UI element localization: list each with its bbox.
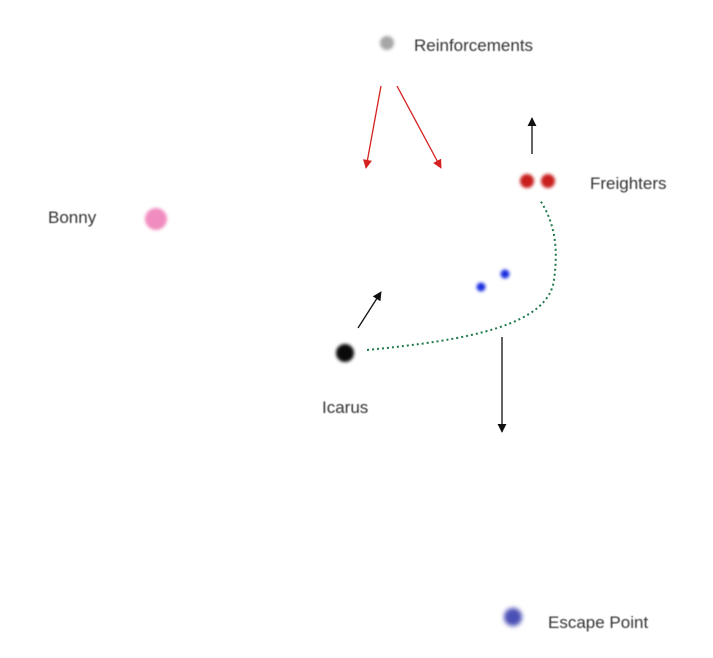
bonny-marker	[145, 208, 167, 230]
icarus-intercept-path	[366, 199, 557, 351]
escape-point-label: Escape Point	[548, 613, 649, 632]
icarus-marker	[336, 344, 354, 362]
freighter-marker-1	[520, 174, 534, 188]
escape-point-marker	[504, 608, 522, 626]
icarus-label: Icarus	[322, 398, 369, 417]
freighter-marker-2	[541, 174, 555, 188]
reinforcements-arrow-right	[396, 85, 442, 169]
icarus-heading-arrow	[357, 291, 382, 329]
escort-marker-2	[500, 269, 510, 279]
freighters-label: Freighters	[590, 174, 667, 193]
bonny-label: Bonny	[48, 208, 97, 227]
reinforcements-arrow-left	[362, 85, 382, 169]
reinforcements-label: Reinforcements	[414, 36, 534, 55]
escort-marker-1	[476, 282, 486, 292]
reinforcements-marker	[380, 36, 394, 50]
